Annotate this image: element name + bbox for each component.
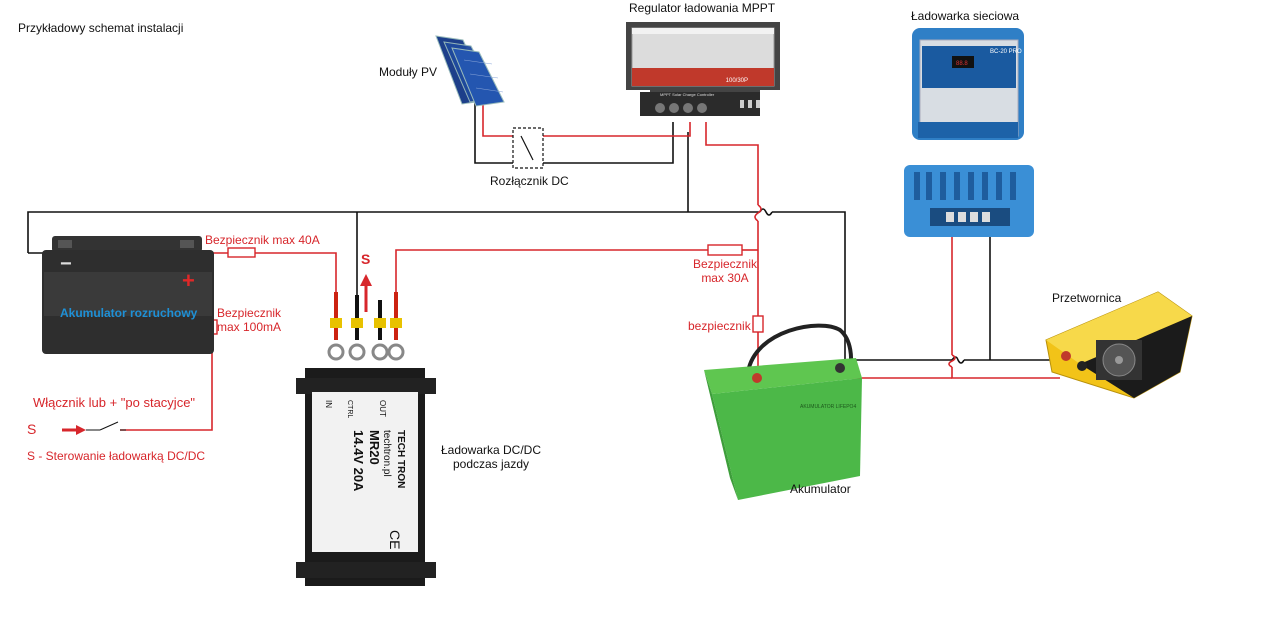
s-left-marker: S <box>27 421 37 437</box>
dcdc-charger-label: Ładowarka DC/DC podczas jazdy <box>440 443 542 471</box>
starter-battery: − + <box>42 236 214 354</box>
dcdc-ce: CE <box>387 530 403 549</box>
fuse-small-label: bezpiecznik <box>688 319 751 333</box>
inverter <box>1045 291 1193 399</box>
fuse-30a-label-2: max 30A <box>701 271 749 285</box>
dcdc-out-label: OUT <box>378 400 387 417</box>
svg-text:+: + <box>182 268 195 293</box>
aux-battery-text: AKUMULATOR LIFEPO4 <box>800 404 856 410</box>
wires-red <box>120 104 1060 431</box>
dcdc-charger <box>296 292 436 586</box>
mppt-controller: 100/30P MPPT Solar Charge Controller <box>626 22 780 116</box>
s-arrow-up <box>360 274 372 312</box>
fuse-30a <box>707 244 743 256</box>
inverter-label: Przetwornica <box>1052 291 1122 305</box>
mppt-caption-text: MPPT Solar Charge Controller <box>660 92 715 97</box>
aux-battery: AKUMULATOR LIFEPO4 <box>704 323 862 500</box>
grid-charger-label: Ładowarka sieciowa <box>911 9 1020 23</box>
dcdc-ctrl-label: CTRL <box>346 400 353 418</box>
dc-switch-symbol <box>512 127 544 169</box>
starter-battery-label: Akumulator rozruchowy <box>60 306 198 320</box>
ignition-switch-symbol <box>62 421 126 435</box>
dcdc-in-label: IN <box>324 400 333 408</box>
dcdc-brand: TECH TRON <box>395 430 406 488</box>
ignition-switch-label: Włącznik lub + "po stacyjce" <box>33 395 196 410</box>
pv-label: Moduły PV <box>379 65 438 79</box>
dc-switch-label: Rozłącznik DC <box>490 174 569 188</box>
fuse-30a-label-1: Bezpiecznik <box>692 257 758 271</box>
svg-text:−: − <box>60 253 72 275</box>
grid-charger: 88.8 BC-20 PRO <box>904 28 1034 237</box>
fuse-100ma-label-2: max 100mA <box>217 320 282 334</box>
charger-model-text: BC-20 PRO <box>990 49 1022 55</box>
fuse-100ma-label-1: Bezpiecznik <box>217 306 282 320</box>
dcdc-label-group: IN CTRL OUT TECH TRON techtron.pl MR20 1… <box>324 400 406 549</box>
mppt-label: Regulator ładowania MPPT <box>629 1 776 15</box>
svg-text:88.8: 88.8 <box>956 61 968 67</box>
fuse-40a-label: Bezpiecznik max 40A <box>205 233 320 247</box>
fuse-40a <box>227 247 256 258</box>
diagram-title: Przykładowy schemat instalacji <box>18 21 184 35</box>
s-legend: S - Sterowanie ładowarką DC/DC <box>27 449 206 463</box>
pv-modules <box>435 35 505 107</box>
aux-battery-label: Akumulator <box>790 482 851 496</box>
s-top-marker: S <box>361 251 371 267</box>
dcdc-spec: 14.4V 20A <box>351 430 366 492</box>
dcdc-model: MR20 <box>367 430 382 465</box>
dcdc-site: techtron.pl <box>381 430 392 477</box>
mppt-model-text: 100/30P <box>726 78 748 84</box>
fuse-small <box>752 315 764 333</box>
fuses <box>206 244 764 335</box>
